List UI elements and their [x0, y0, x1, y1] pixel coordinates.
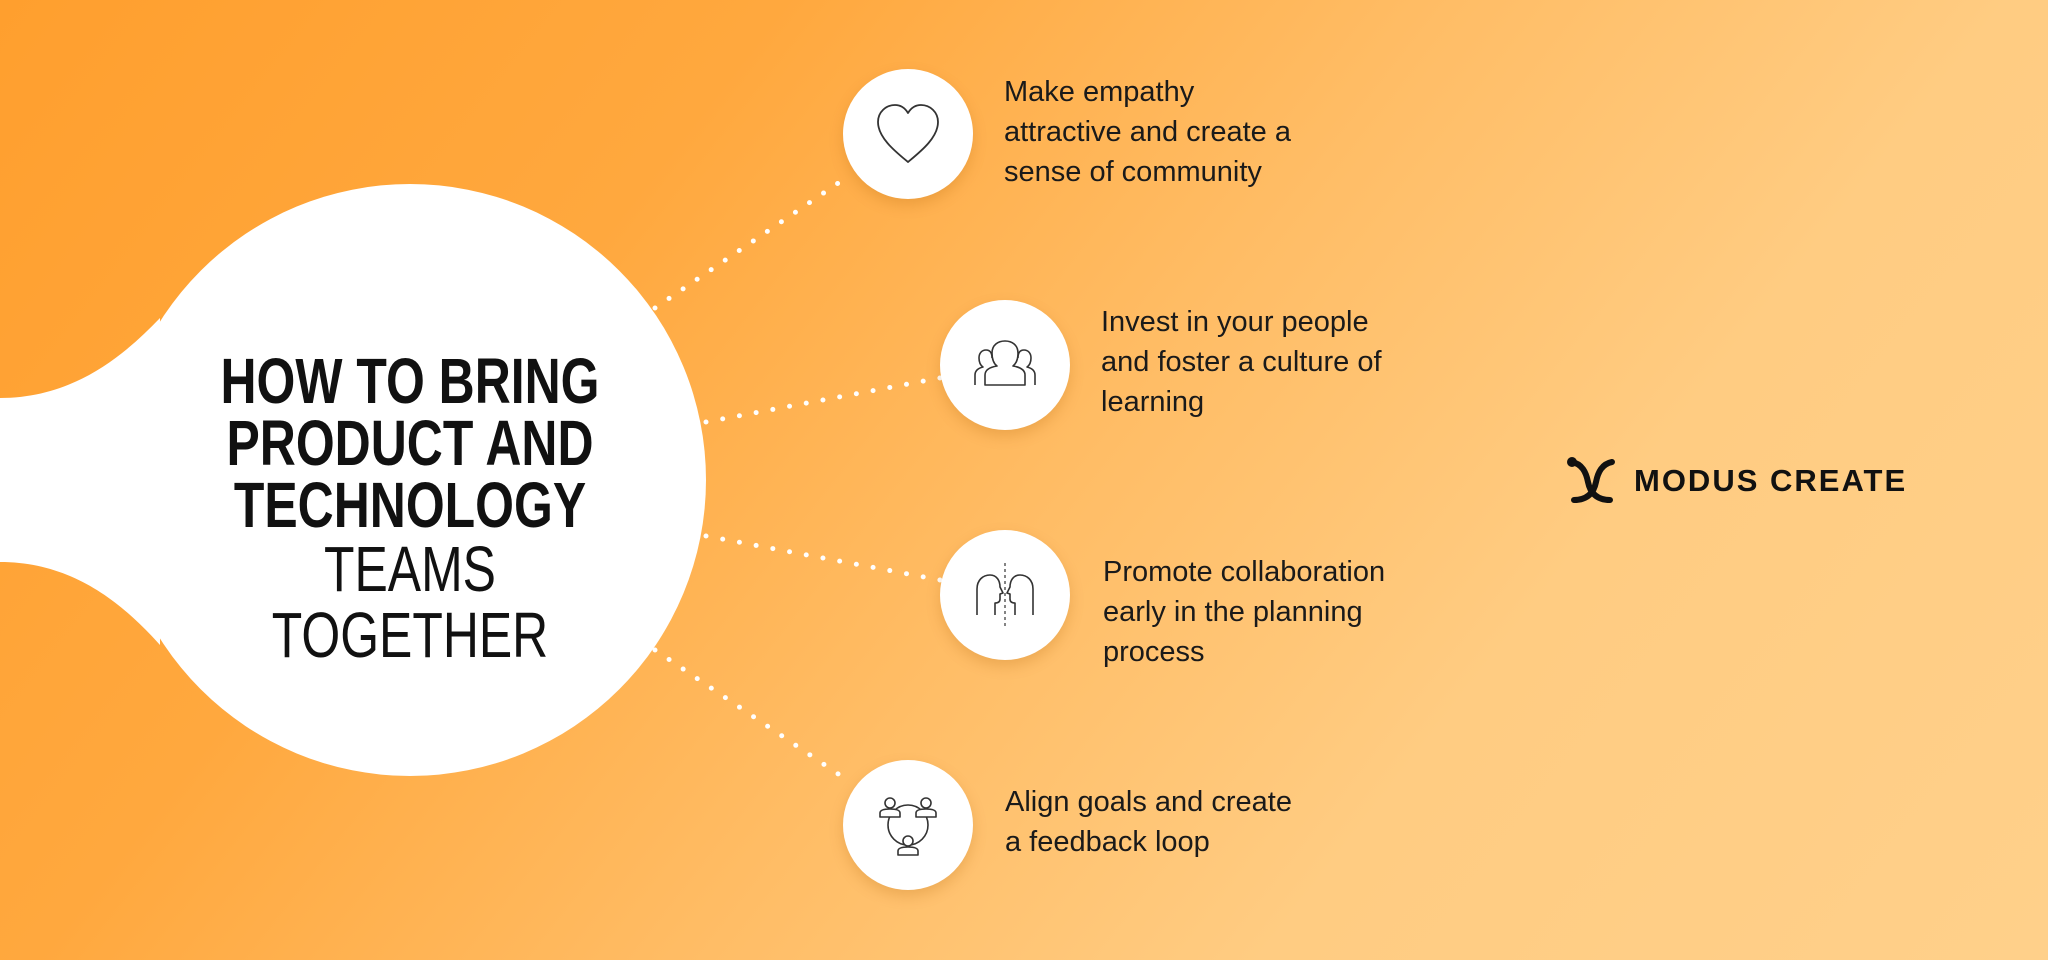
feedback-loop-icon — [879, 797, 937, 856]
item-4-text: Align goals and create a feedback loop — [1005, 782, 1365, 862]
brand-name: MODUS CREATE — [1634, 463, 1908, 498]
item-1-line-3: sense of community — [1004, 156, 1262, 188]
hero-title-line-3: TECHNOLOGY — [233, 469, 587, 541]
hero-title: HOW TO BRING PRODUCT AND TECHNOLOGY TEAM… — [160, 345, 660, 671]
hero-circle — [114, 184, 706, 776]
connector-dots-4 — [652, 647, 853, 785]
item-3-icon-circle — [940, 530, 1070, 660]
connector-dots-1 — [652, 172, 853, 311]
connector-dots-2 — [703, 375, 943, 425]
item-2-text: Invest in your people and foster a cultu… — [1101, 302, 1461, 422]
item-2-line-3: learning — [1101, 386, 1205, 418]
item-2-icon-circle — [940, 300, 1070, 430]
item-3-line-2: early in the planning — [1103, 596, 1363, 628]
item-1-line-2: attractive and create a — [1004, 116, 1291, 148]
item-4-icon-circle — [843, 760, 973, 890]
connector-dots-3 — [703, 533, 943, 583]
item-1-line-1: Make empathy — [1004, 76, 1195, 108]
two-faces-icon — [976, 563, 1034, 627]
item-3-line-1: Promote collaboration — [1103, 556, 1386, 588]
item-1-text: Make empathy attractive and create a sen… — [1004, 72, 1364, 192]
hero-title-line-1: HOW TO BRING — [220, 345, 600, 417]
item-3-line-3: process — [1103, 636, 1205, 668]
item-3-text: Promote collaboration early in the plann… — [1103, 552, 1463, 672]
hero-title-line-4: TEAMS TOGETHER — [271, 533, 549, 671]
brand-logo: MODUS CREATE — [1566, 456, 1907, 506]
hero-title-line-2: PRODUCT AND — [226, 407, 594, 479]
hero-blob — [0, 318, 160, 645]
item-4-line-2: a feedback loop — [1005, 826, 1210, 858]
item-2-line-2: and foster a culture of — [1101, 346, 1382, 378]
item-2-line-1: Invest in your people — [1101, 306, 1369, 338]
modus-create-logo-icon — [1567, 457, 1615, 503]
item-1-icon-circle — [843, 69, 973, 199]
heart-icon — [877, 104, 939, 163]
item-4-line-1: Align goals and create — [1005, 786, 1292, 818]
people-group-icon — [974, 340, 1036, 386]
